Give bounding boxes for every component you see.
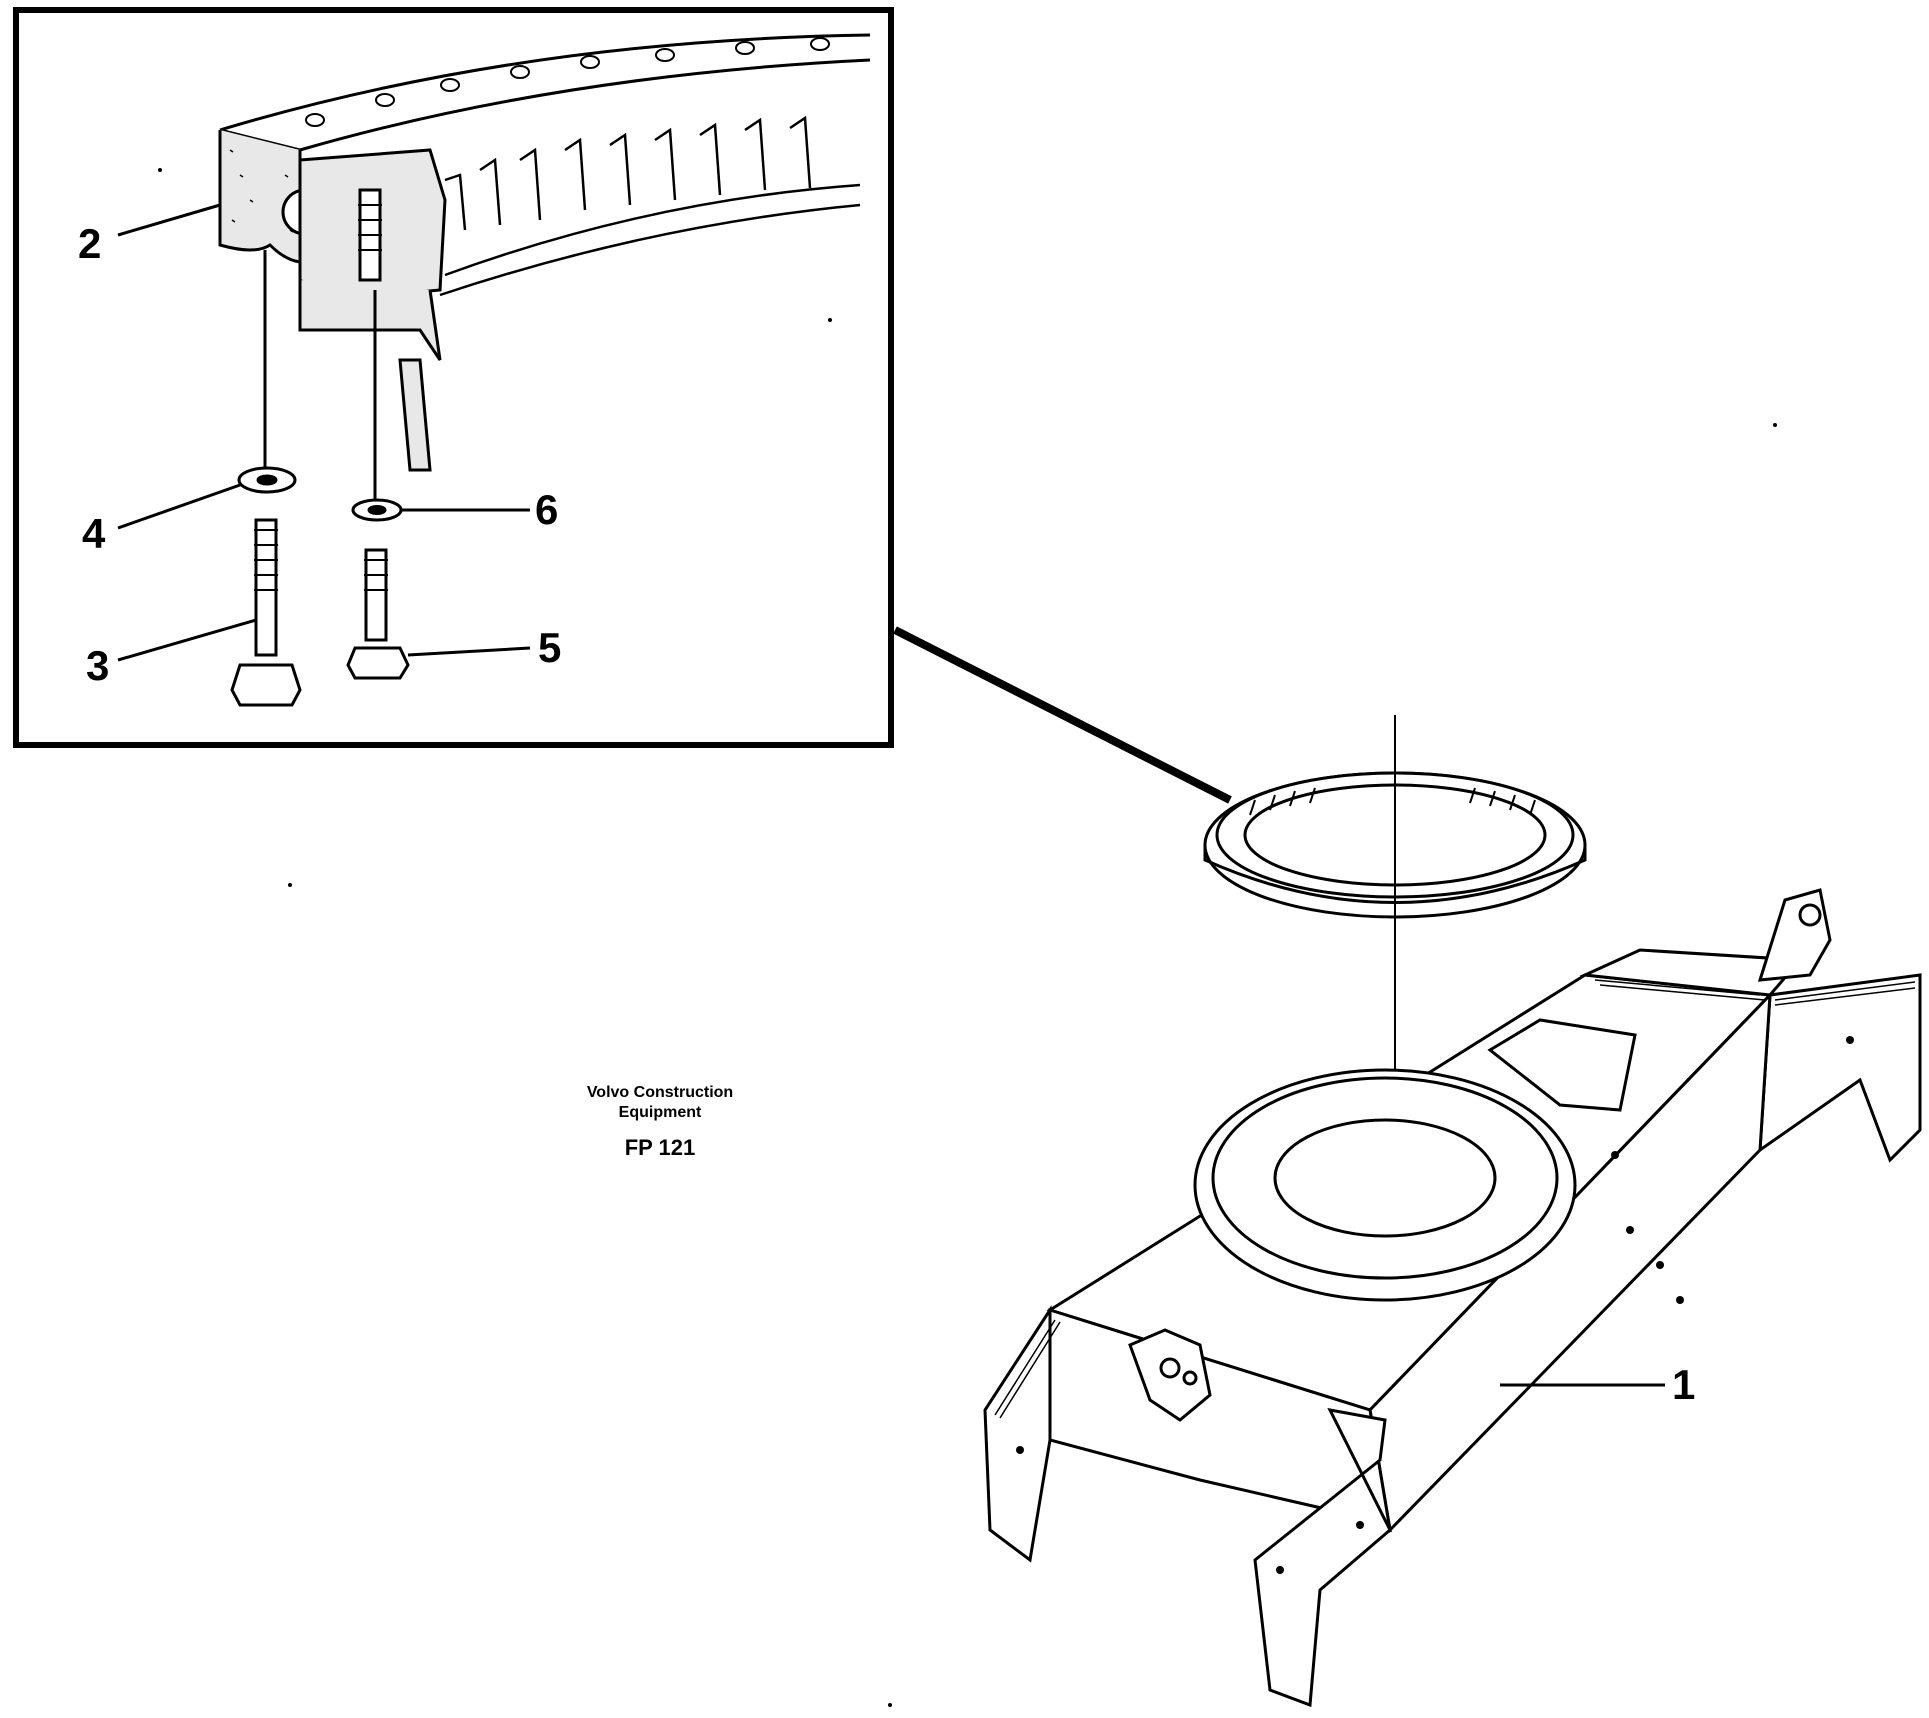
gear-teeth [439, 115, 861, 297]
publisher-caption: Volvo Construction Equipment FP 121 [560, 1083, 760, 1161]
bolt-3 [230, 250, 302, 707]
caption-line-1: Volvo Construction [586, 1084, 734, 1101]
frame-weld-hatching [994, 979, 1916, 1419]
callout-6: 6 [535, 486, 558, 533]
callout-4: 4 [82, 510, 106, 557]
inset-leaders [117, 203, 531, 662]
washer-6 [351, 498, 403, 522]
bolt-5 [346, 290, 410, 680]
frame-rivets [1016, 1036, 1854, 1574]
detail-inset: 2 4 3 6 5 [13, 7, 894, 748]
slewing-ring-section [218, 33, 871, 472]
callout-1: 1 [1672, 1361, 1695, 1408]
callout-2: 2 [78, 220, 101, 267]
caption-line-2: Equipment [618, 1104, 702, 1121]
callout-5: 5 [538, 624, 561, 671]
ring-bolt-holes [305, 37, 830, 127]
washer-4 [237, 466, 297, 494]
inset-frame [13, 7, 894, 748]
scan-specks [158, 168, 1777, 1707]
undercarriage-frame [983, 888, 1922, 1708]
callout-3: 3 [86, 642, 109, 689]
figure-code: FP 121 [624, 1135, 696, 1160]
inset-connector [893, 626, 1232, 804]
